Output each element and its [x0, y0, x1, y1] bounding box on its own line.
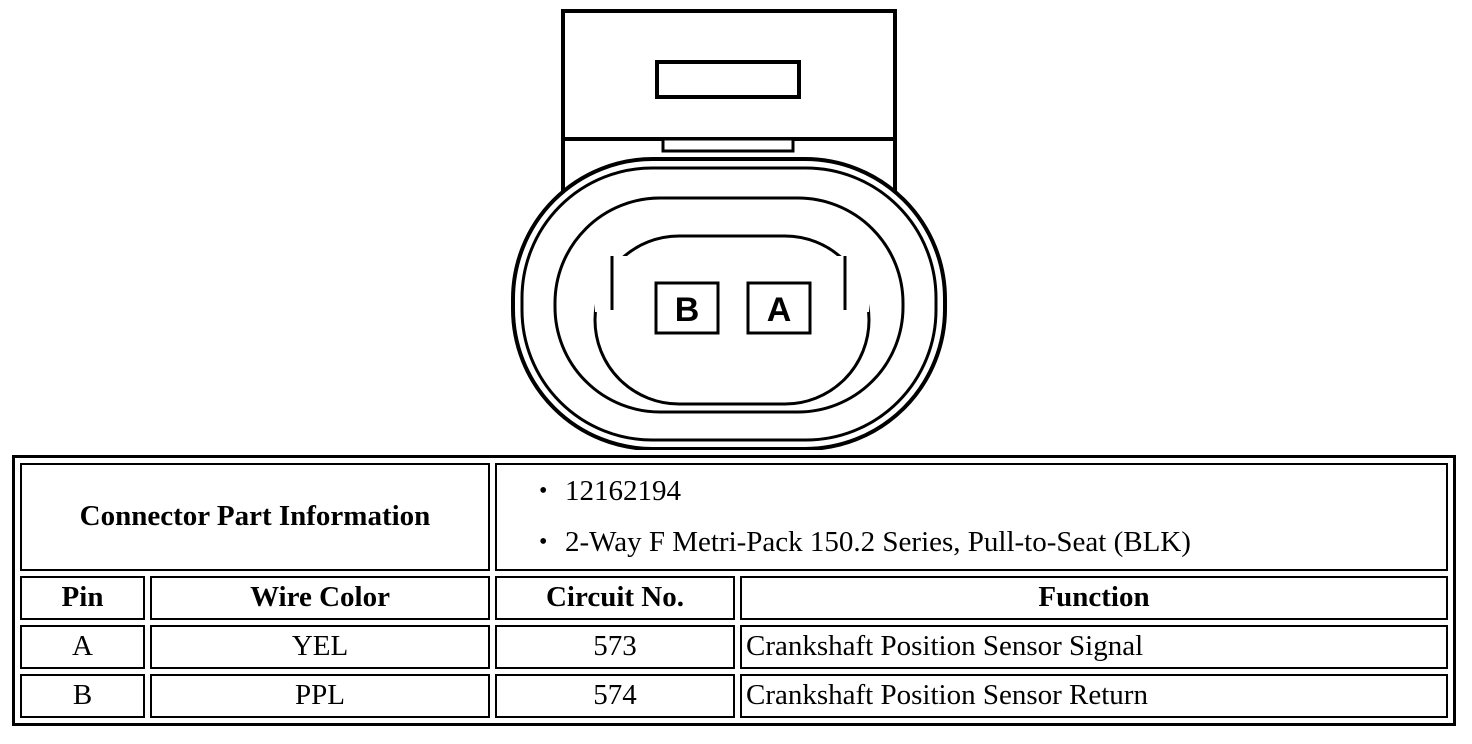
bullet-icon: •: [539, 478, 548, 504]
part-info-list-cell: • 12162194 • 2-Way F Metri-Pack 150.2 Se…: [495, 463, 1448, 571]
connector-body-outline: [511, 157, 947, 450]
wire-color-cell: YEL: [150, 625, 490, 669]
part-info-row: Connector Part Information • 12162194 • …: [20, 463, 1448, 571]
pin-cell: A: [20, 625, 145, 669]
pin-cell: B: [20, 674, 145, 718]
header-circuit-no: Circuit No.: [495, 576, 735, 620]
function-cell: Crankshaft Position Sensor Return: [740, 674, 1448, 718]
header-wire-color: Wire Color: [150, 576, 490, 620]
cavity-a-label: A: [767, 291, 792, 329]
part-number-text: 12162194: [565, 475, 681, 507]
table-row: B PPL 574 Crankshaft Position Sensor Ret…: [20, 674, 1448, 718]
part-info-item: • 2-Way F Metri-Pack 150.2 Series, Pull-…: [535, 517, 1440, 568]
connector-face-drawing: B A: [511, 9, 947, 450]
header-pin: Pin: [20, 576, 145, 620]
part-info-label: Connector Part Information: [20, 463, 490, 571]
cavity-a: A: [746, 281, 812, 335]
part-description-text: 2-Way F Metri-Pack 150.2 Series, Pull-to…: [565, 526, 1191, 558]
wire-color-cell: PPL: [150, 674, 490, 718]
cavity-b: B: [654, 281, 720, 335]
part-info-item: • 12162194: [535, 466, 1440, 517]
connector-pinout-table: Connector Part Information • 12162194 • …: [12, 455, 1456, 726]
part-info-list: • 12162194 • 2-Way F Metri-Pack 150.2 Se…: [535, 466, 1440, 568]
header-function: Function: [740, 576, 1448, 620]
cavity-b-label: B: [675, 291, 700, 329]
function-cell: Crankshaft Position Sensor Signal: [740, 625, 1448, 669]
circuit-no-cell: 574: [495, 674, 735, 718]
table-row: A YEL 573 Crankshaft Position Sensor Sig…: [20, 625, 1448, 669]
column-header-row: Pin Wire Color Circuit No. Function: [20, 576, 1448, 620]
bullet-icon: •: [539, 529, 548, 555]
circuit-no-cell: 573: [495, 625, 735, 669]
